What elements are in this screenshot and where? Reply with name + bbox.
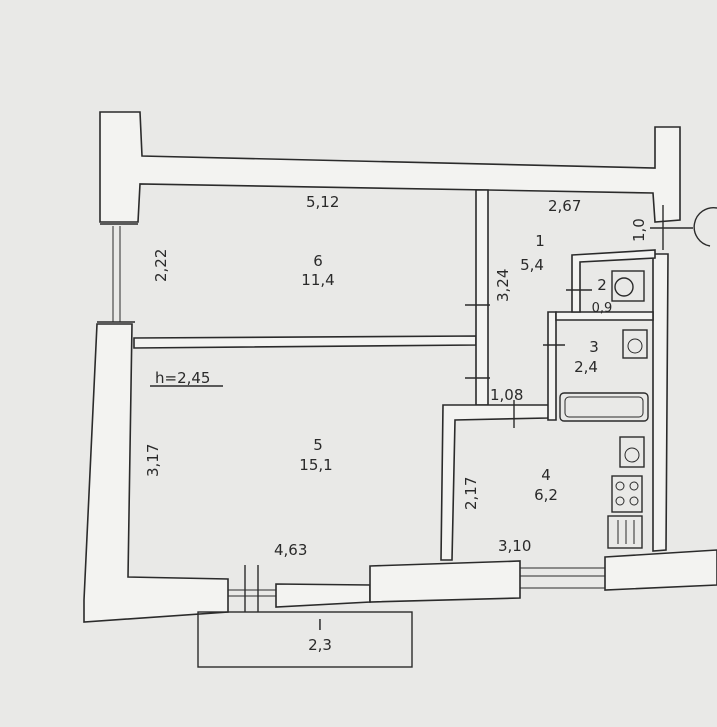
toilet-tank-icon bbox=[611, 270, 645, 302]
dim-room5-width: 4,63 bbox=[274, 541, 307, 559]
room6-number: 6 bbox=[313, 252, 323, 270]
dim-corridor-width: 1,08 bbox=[490, 386, 523, 404]
door-ticks bbox=[465, 205, 693, 428]
dim-room5-depth: 3,17 bbox=[144, 444, 162, 477]
entrance-door-arc bbox=[693, 206, 717, 247]
south-windows bbox=[228, 565, 606, 612]
room4-number: 4 bbox=[541, 466, 551, 484]
sink-icon bbox=[619, 436, 645, 468]
dim-room6-width: 5,12 bbox=[306, 193, 339, 211]
balcony-number: I bbox=[318, 616, 322, 634]
partition-6-5 bbox=[133, 335, 477, 349]
partition-2-3 bbox=[555, 311, 654, 321]
toilet-bowl-icon bbox=[614, 277, 634, 297]
south-wall-middle bbox=[369, 560, 521, 603]
north-wall bbox=[99, 111, 681, 223]
room4-area: 6,2 bbox=[534, 486, 558, 504]
bathtub-icon bbox=[559, 392, 649, 422]
balcony bbox=[197, 611, 413, 668]
stove-icon bbox=[611, 475, 643, 513]
washbasin-bath-icon bbox=[622, 329, 648, 359]
west-window bbox=[97, 223, 138, 323]
dim-room1-width: 2,67 bbox=[548, 197, 581, 215]
balcony-area: 2,3 bbox=[308, 636, 332, 654]
south-wall-east bbox=[604, 549, 717, 591]
room2-area: 0,9 bbox=[592, 301, 613, 316]
fixtures bbox=[559, 206, 717, 549]
room1-area: 5,4 bbox=[520, 256, 544, 274]
room1-number: 1 bbox=[535, 232, 545, 250]
fridge-icon bbox=[607, 515, 643, 549]
room6-area: 11,4 bbox=[301, 271, 334, 289]
room2-number: 2 bbox=[597, 276, 607, 294]
partition-wc bbox=[571, 249, 656, 313]
dim-room6-depth: 2,22 bbox=[152, 249, 170, 282]
dim-room4-depth: 2,17 bbox=[462, 477, 480, 510]
room3-area: 2,4 bbox=[574, 358, 598, 376]
dim-entrance-wall: 1,0 bbox=[630, 218, 648, 242]
ceiling-height: h=2,45 bbox=[155, 369, 210, 387]
room5-area: 15,1 bbox=[299, 456, 332, 474]
south-wall-window bbox=[275, 583, 371, 608]
room5-number: 5 bbox=[313, 436, 323, 454]
dim-room4-width: 3,10 bbox=[498, 537, 531, 555]
labels: 5,12 6 11,4 2,22 2,67 1 5,4 3,24 1,0 2 0… bbox=[144, 193, 648, 654]
partition-bath bbox=[547, 311, 557, 421]
dim-room1-depth: 3,24 bbox=[494, 269, 512, 302]
partition-1-6 bbox=[475, 189, 489, 406]
east-wall bbox=[652, 253, 669, 552]
inner-partitions bbox=[133, 189, 656, 561]
room3-number: 3 bbox=[589, 338, 599, 356]
outer-walls bbox=[83, 111, 717, 623]
